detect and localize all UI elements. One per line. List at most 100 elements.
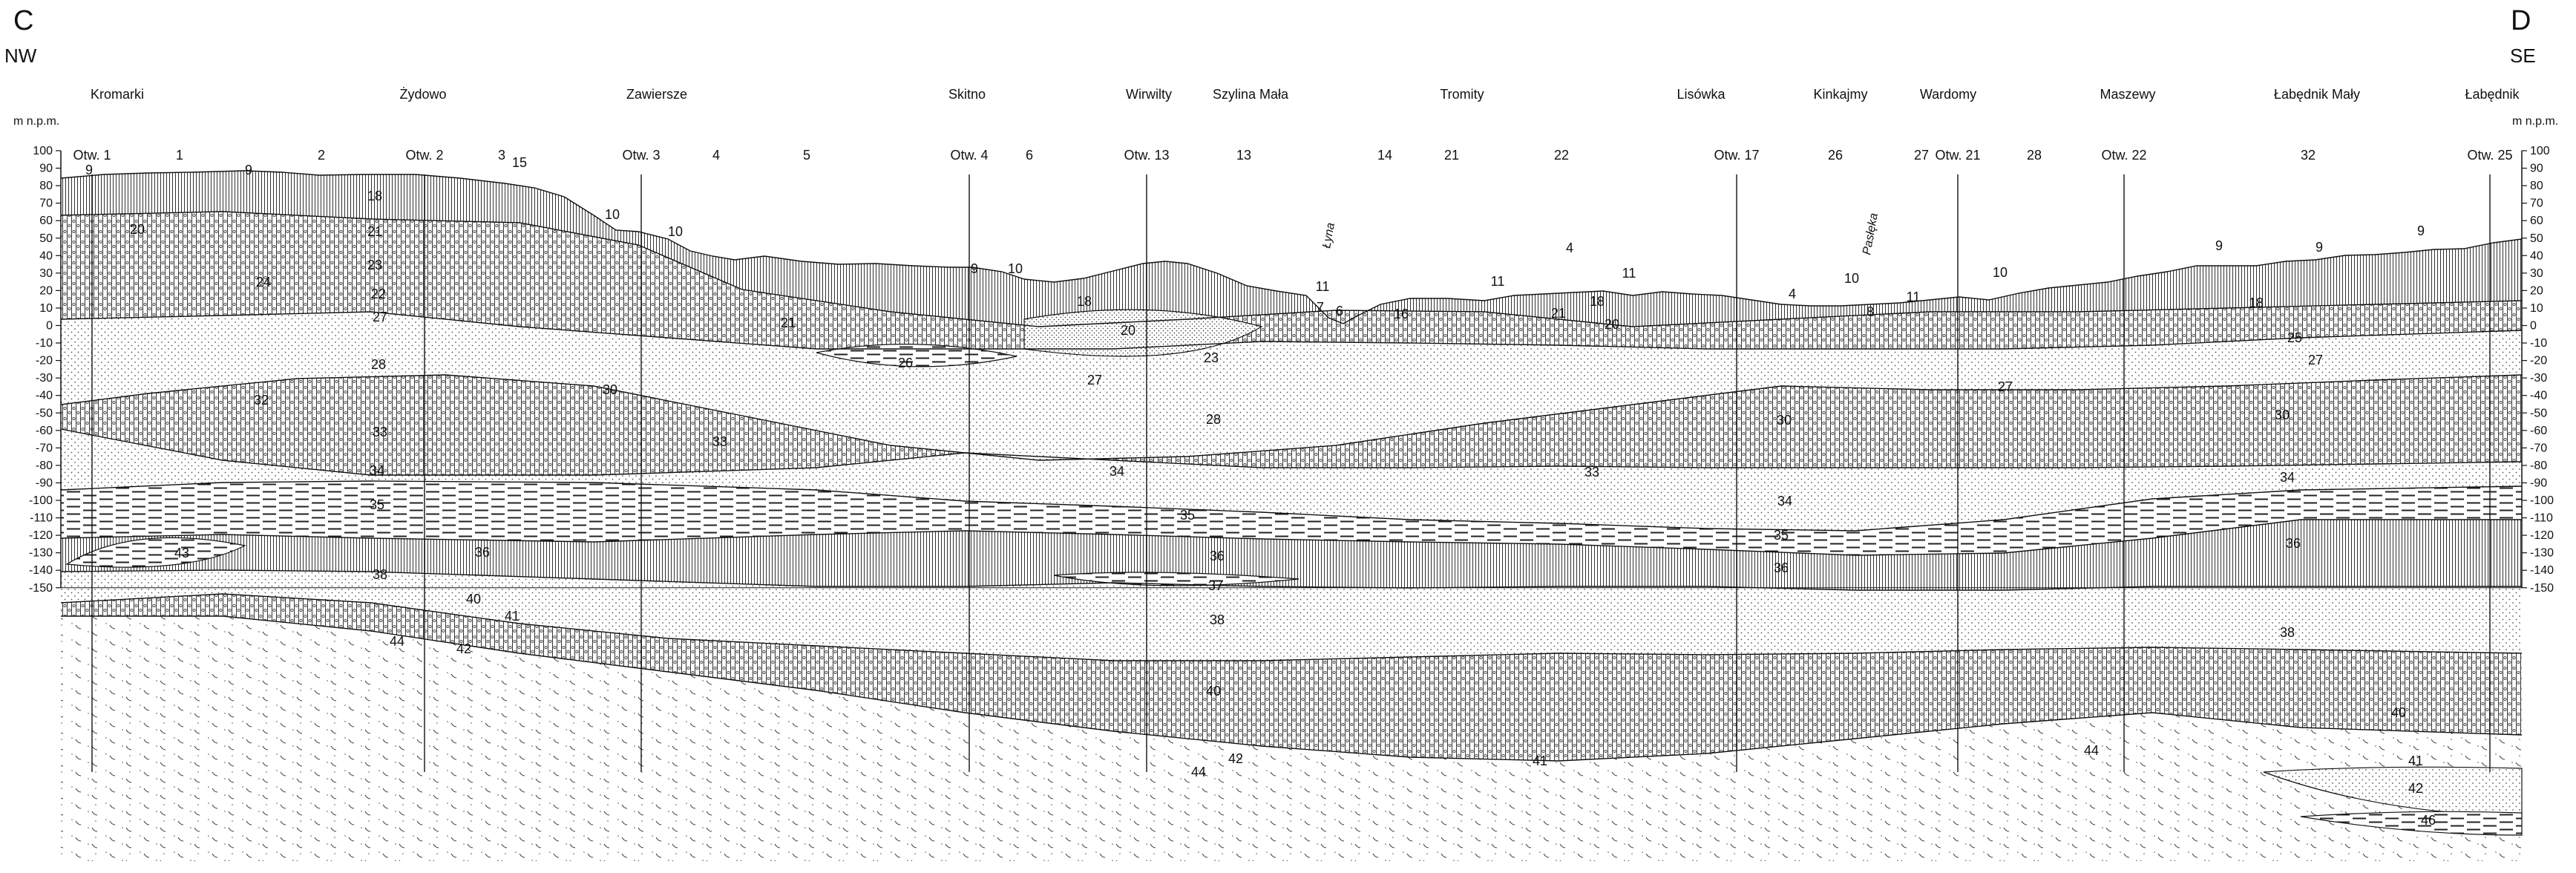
axis-tick-label-right: 80 [2530, 180, 2543, 192]
layer-number: 42 [2408, 781, 2423, 796]
layer-number: 27 [373, 310, 387, 324]
axis-tick-label-right: -120 [2530, 529, 2554, 542]
axis-tick-label-right: 50 [2530, 232, 2543, 245]
layer-number: 9 [2316, 240, 2323, 255]
layer-number: 33 [1584, 465, 1599, 480]
layer-number: 18 [1077, 294, 1092, 309]
section-label: Otw. 13 [1124, 148, 1169, 163]
axis-tick-label-right: -30 [2530, 372, 2547, 385]
direction-left: NW [4, 45, 37, 67]
layer-number: 27 [2308, 353, 2323, 367]
layer-number: 4 [1566, 241, 1573, 255]
locality-label: Wirwilty [1126, 87, 1172, 102]
corner-label-left: C [13, 5, 33, 36]
layer-number: 34 [1777, 494, 1792, 509]
layer-boundary [60, 480, 2523, 532]
layer-boundary [60, 428, 2523, 476]
axis-tick-label-right: -40 [2530, 390, 2547, 402]
axis-tick-label-left: -70 [36, 442, 53, 454]
layer-boundary [60, 311, 2523, 350]
axis-tick-label-right: -150 [2530, 582, 2554, 595]
axis-tick-label-left: 80 [39, 180, 53, 192]
axis-tick-label-left: -10 [36, 337, 53, 350]
axis-tick-label-right: -110 [2530, 512, 2553, 525]
layer-number: 9 [85, 163, 93, 177]
axis-tick-label-left: -90 [36, 477, 53, 489]
layer-number: 8 [1867, 304, 1874, 319]
axis-tick-label-left: -140 [29, 564, 53, 577]
axis-tick-label-right: -50 [2530, 407, 2547, 419]
axis-tick-label-left: 90 [39, 163, 53, 175]
layer-number: 9 [2215, 238, 2223, 253]
axis-tick-label-left: 0 [46, 320, 53, 333]
layer-number: 27 [1087, 373, 1102, 388]
axis-tick-label-left: -50 [36, 407, 53, 419]
layer-boundary [60, 374, 2523, 461]
section-label: Otw. 4 [950, 148, 988, 163]
layer-sand-38 [61, 570, 2522, 661]
layer-number: 20 [1605, 317, 1619, 332]
layer-number: 34 [2280, 470, 2295, 485]
axis-tick-label-right: -20 [2530, 355, 2547, 367]
axis-tick-label-left: 40 [39, 249, 53, 262]
locality-label: Kinkajmy [1813, 87, 1867, 102]
layer-number: 10 [1008, 261, 1023, 276]
layer-number: 9 [2417, 223, 2425, 238]
layer-number: 36 [1210, 549, 1225, 563]
layer-number: 9 [971, 261, 978, 276]
layer-basement-44 [61, 616, 2522, 861]
layer-number: 27 [1998, 379, 2013, 394]
layer-number: 6 [1336, 304, 1343, 318]
layer-number: 38 [1210, 612, 1225, 627]
axis-tick-label-right: -140 [2530, 564, 2554, 577]
layer-number: 28 [1206, 412, 1221, 427]
layer-number: 10 [605, 207, 620, 222]
axis-tick-label-left: -80 [36, 460, 53, 472]
layer-number: 30 [1777, 413, 1792, 428]
corner-label-right: D [2511, 5, 2531, 36]
locality-label: Łabędnik Mały [2274, 87, 2360, 102]
axis-tick-label-left: -120 [29, 529, 53, 542]
section-label: 32 [2301, 148, 2316, 163]
axis-tick-label-left: 100 [33, 145, 53, 157]
lens-26 [816, 344, 1017, 367]
layer-number: 34 [1110, 464, 1124, 479]
layer-number: 26 [898, 356, 913, 370]
locality-label: Wardomy [1920, 87, 1976, 102]
axis-tick-label-right: -130 [2530, 547, 2554, 560]
axis-tick-label-left: 50 [39, 232, 53, 245]
layer-number: 21 [781, 315, 796, 330]
layer-number: 4 [1789, 287, 1796, 301]
layer-number: 21 [367, 224, 382, 239]
section-label: 26 [1828, 148, 1843, 163]
layer-boundaries [60, 170, 2523, 762]
layer-boundary [60, 170, 2523, 324]
axis-tick-label-left: -130 [29, 547, 53, 560]
axis-tick-label-left: -40 [36, 390, 53, 402]
axis-unit-right: m n.p.m. [2512, 115, 2558, 128]
layer-number: 11 [1316, 279, 1330, 294]
axis-unit-left: m n.p.m. [13, 115, 59, 128]
layer-boundary [60, 593, 2523, 661]
section-label: Otw. 21 [1935, 148, 1980, 163]
locality-label: Zawiersze [626, 87, 687, 102]
section-label: 1 [176, 148, 183, 163]
layer-number: 10 [668, 224, 683, 239]
section-label: Otw. 1 [73, 148, 111, 163]
layer-number: 37 [1208, 578, 1223, 593]
layer-boundary [60, 569, 2522, 591]
axis-tick-label-right: 90 [2530, 163, 2543, 175]
layer-till-36 [61, 520, 2522, 590]
axis-tick-label-right: -60 [2530, 425, 2547, 437]
axis-tick-label-left: 10 [39, 302, 53, 315]
layer-number: 34 [370, 463, 384, 478]
locality-label: Szylina Mała [1213, 87, 1289, 102]
layer-number: 42 [456, 641, 471, 656]
layer-number: 40 [1206, 684, 1221, 699]
section-label: 6 [1026, 148, 1033, 163]
layer-number: 35 [370, 497, 384, 512]
layer-number: 35 [1180, 508, 1195, 523]
